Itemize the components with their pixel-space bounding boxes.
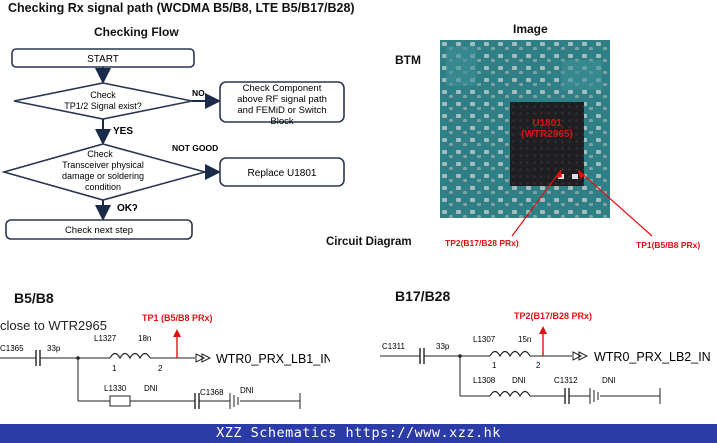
b5-close-to: close to WTR2965: [0, 318, 107, 333]
b17-schematic: C1311 33p L1307 15n 1 2 WTR0_PRX_LB2_IN …: [380, 326, 711, 404]
replace-text: Replace U1801: [248, 168, 317, 179]
b17-dni1: DNI: [512, 376, 526, 385]
b5-c1368: C1368: [200, 388, 224, 397]
decision2-line2: Transceiver physical: [62, 160, 144, 170]
btm-label: BTM: [395, 53, 421, 67]
b5-c1365-val: 33p: [47, 344, 61, 353]
b5-net: WTR0_PRX_LB1_IN: [216, 352, 330, 366]
b17-heading: B17/B28: [395, 288, 451, 304]
b17-dni2: DNI: [602, 376, 616, 385]
b5-dni1: DNI: [144, 384, 158, 393]
next-step-text: Check next step: [65, 225, 133, 236]
no-box-line2: above RF signal path: [237, 94, 327, 105]
b17-pin1: 1: [492, 361, 497, 370]
b5-pin1: 1: [112, 364, 117, 373]
no-label: NO: [192, 88, 205, 98]
b5-tp-label: TP1 (B5/B8 PRx): [142, 313, 213, 323]
yes-label: YES: [113, 126, 133, 137]
circuit-diagram-label: Circuit Diagram: [326, 236, 412, 248]
image-heading: Image: [513, 22, 548, 36]
ok-label: OKʔ: [117, 203, 138, 214]
check-component-node: [219, 81, 345, 123]
tp-pointers: [511, 170, 653, 237]
pcb-photo: U1801 (WTR2965): [440, 40, 610, 218]
footer-banner: XZZ Schematics https://www.xzz.hk: [0, 424, 717, 443]
no-box-line3: and FEMiD or Switch: [237, 105, 326, 116]
b17-l1307-val: 15n: [518, 335, 531, 344]
tp1-label: TP1(B5/B8 PRx): [636, 240, 701, 250]
next-step-node: [5, 219, 193, 240]
b17-tp-label: TP2(B17/B28 PRx): [514, 311, 593, 321]
replace-node: [219, 157, 345, 187]
not-good-label: NOT GOOD: [172, 143, 218, 153]
b17-c1311-val: 33p: [436, 342, 450, 351]
tp1-pad: [572, 174, 578, 179]
b5-c1365: C1365: [0, 344, 24, 353]
decision1-line1: Check: [90, 90, 116, 100]
decision1-line2: TP1/2 Signal exist?: [64, 101, 142, 111]
decision2-line4: condition: [85, 182, 121, 192]
b17-c1312: C1312: [554, 376, 578, 385]
decision2-line1: Check: [87, 149, 113, 159]
b5-heading: B5/B8: [14, 290, 54, 306]
flow-heading: Checking Flow: [94, 25, 179, 39]
b5-l1330: L1330: [104, 384, 127, 393]
chip-label-1: U1801: [532, 118, 562, 129]
decision2-line3: damage or soldering: [62, 171, 144, 181]
b5-schematic: C1365 33p L1327 18n 1 2 WTR0_PRX_LB1_IN …: [0, 329, 330, 409]
no-box-line1: Check Component: [243, 83, 322, 94]
b17-net: WTR0_PRX_LB2_IN: [594, 350, 711, 364]
b5-pin2: 2: [158, 364, 163, 373]
b5-l1327: L1327: [94, 334, 117, 343]
b5-l1327-val: 18n: [138, 334, 151, 343]
b5-dni2: DNI: [240, 386, 254, 395]
chip-label-2: (WTR2965): [521, 129, 573, 140]
start-text: START: [87, 54, 119, 65]
no-box-line4: Block: [270, 116, 293, 127]
b17-l1308: L1308: [473, 376, 496, 385]
tp2-label: TP2(B17/B28 PRx): [445, 238, 519, 248]
flowchart: START Check TP1/2 Signal exist? NO Check…: [1, 48, 345, 240]
page-title: Checking Rx signal path (WCDMA B5/B8, LT…: [8, 1, 355, 15]
b17-c1311: C1311: [382, 342, 406, 351]
b17-pin2: 2: [536, 361, 541, 370]
b17-l1307: L1307: [473, 335, 496, 344]
